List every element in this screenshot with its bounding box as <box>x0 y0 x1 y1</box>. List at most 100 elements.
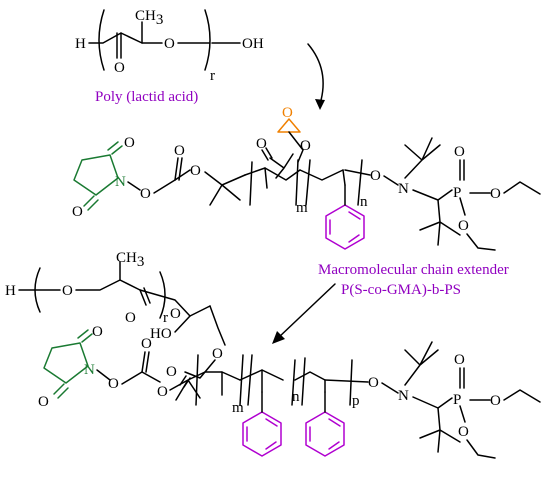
pla-name: Poly (lactid acid) <box>95 89 198 105</box>
m-bracket-open <box>249 161 253 206</box>
n-index: n <box>360 194 368 210</box>
prod-tbu-bottom <box>419 407 461 453</box>
pla-carbonyl-bond <box>116 32 122 59</box>
phenyl-ring-extender <box>325 184 365 250</box>
epoxide-o: O <box>282 105 293 121</box>
prod-n-o <box>96 369 111 381</box>
prod-n-ch <box>412 396 453 409</box>
extender-name-line1: Macromolecular chain extender <box>318 262 509 278</box>
prod-p-oet1-o: O <box>490 393 501 409</box>
prod-p-oet2-o: O <box>458 424 469 440</box>
alkoxy-o: O <box>370 168 381 184</box>
n-o-bond <box>127 181 141 191</box>
prod-phosphorus: P <box>453 392 461 408</box>
prod-ps2-backbone <box>294 371 326 381</box>
nhs-o: O <box>140 186 151 202</box>
p-oet-2 <box>459 197 466 216</box>
prod-o-alkoxy-bond <box>324 379 369 383</box>
o-carbonyl-bond <box>153 179 176 194</box>
curved-arrow-head <box>315 99 325 110</box>
prod-p-oet2 <box>459 405 466 423</box>
prod-alkoxy-o: O <box>368 375 379 391</box>
p-oxo: O <box>454 144 465 160</box>
p-oet-2-o: O <box>458 218 469 234</box>
curved-arrow-shaft <box>307 43 324 105</box>
extender-name-line2: P(S-co-GMA)-b-PS <box>341 282 461 298</box>
prod-ethyl-1 <box>503 389 541 403</box>
prod-succ-c2 <box>53 383 69 399</box>
prod-est-o-bond <box>141 371 161 383</box>
p-o-double <box>459 159 465 181</box>
quaternary-carbon <box>204 171 246 206</box>
gma-methyl <box>264 167 268 189</box>
succinimide-ring <box>73 154 119 196</box>
n-ch-bond <box>412 189 453 201</box>
prod-succ-o1: O <box>92 324 103 340</box>
prod-phenyl-ring-1 <box>242 391 282 457</box>
prod-carb-o: O <box>141 336 152 352</box>
phosphorus: P <box>453 185 461 201</box>
prod-carbonyl-o: O <box>125 310 136 326</box>
pla-carbonyl-o: O <box>114 60 125 76</box>
prod-linker <box>139 289 211 317</box>
prod-nhs-o: O <box>108 376 119 392</box>
glycidyl-o: O <box>300 138 311 154</box>
gma-carbonyl-o: O <box>256 136 267 152</box>
prod-ethyl-2 <box>466 439 496 459</box>
prod-tbu-top <box>404 341 439 386</box>
o-alkoxyamine-bond <box>344 169 371 176</box>
arrow-head <box>272 331 285 344</box>
prod-est-o: O <box>157 384 168 400</box>
prod-m-index: m <box>232 400 244 416</box>
chain-extender-structure: O O O O O N O O O m n <box>72 105 541 298</box>
arrow-shaft <box>277 283 336 339</box>
nitroxide-n: N <box>398 181 409 197</box>
succ-o2: O <box>72 204 83 220</box>
pla-structure: H O CH3 O r OH Poly (lactid acid) <box>75 8 264 105</box>
prod-nitroxide-n: N <box>398 388 409 404</box>
ethyl-1 <box>503 181 541 195</box>
prod-n-open <box>247 354 253 406</box>
reaction-arrow-2 <box>272 283 336 344</box>
prod-pla-backbone <box>75 279 141 291</box>
ester-carbonyl-o: O <box>174 143 185 159</box>
pla-backbone <box>88 32 163 44</box>
prod-close-bracket <box>159 271 166 319</box>
succ-n: N <box>115 174 126 190</box>
ester-o: O <box>190 163 201 179</box>
prod-ho-bond <box>174 315 191 333</box>
prod-o-link: O <box>170 306 181 322</box>
prod-succ-c1 <box>77 329 93 343</box>
tert-butyl-top <box>404 137 441 179</box>
prod-phenyl-ring-2 <box>305 391 345 457</box>
prod-p-oxo: O <box>454 352 465 368</box>
n-bracket-close <box>357 159 363 206</box>
gma-backbone <box>244 167 301 181</box>
pla-close-bracket <box>204 9 211 71</box>
tert-butyl-bottom <box>419 199 461 246</box>
prod-ester <box>184 359 216 379</box>
ester-o-bond <box>174 169 191 181</box>
m-bracket-close <box>295 159 299 206</box>
prod-carb-dbl <box>141 351 150 373</box>
reaction-arrow-1 <box>307 43 325 110</box>
prod-p-open <box>301 357 306 406</box>
succ-carbonyl-2 <box>83 195 99 211</box>
ps-pendant <box>342 169 346 186</box>
prod-p-o-dbl <box>459 367 465 389</box>
prod-n-index: n <box>292 389 300 405</box>
pla-open-bracket <box>98 9 105 71</box>
prod-succ-n: N <box>84 362 95 378</box>
product-structure: H O CH3 O r O HO O O O O N O O O <box>5 250 541 459</box>
gma-carbonyl <box>261 147 273 161</box>
prod-r: r <box>163 310 168 326</box>
prod-h: H <box>5 283 16 299</box>
prod-ester-o1: O <box>212 346 223 362</box>
pla-oh: OH <box>242 36 264 52</box>
p-oet-1-o: O <box>490 186 501 202</box>
prod-ch3: CH3 <box>116 250 144 270</box>
o-n-bond <box>383 175 399 186</box>
prod-o1: O <box>62 283 73 299</box>
prod-m-open <box>195 354 199 406</box>
